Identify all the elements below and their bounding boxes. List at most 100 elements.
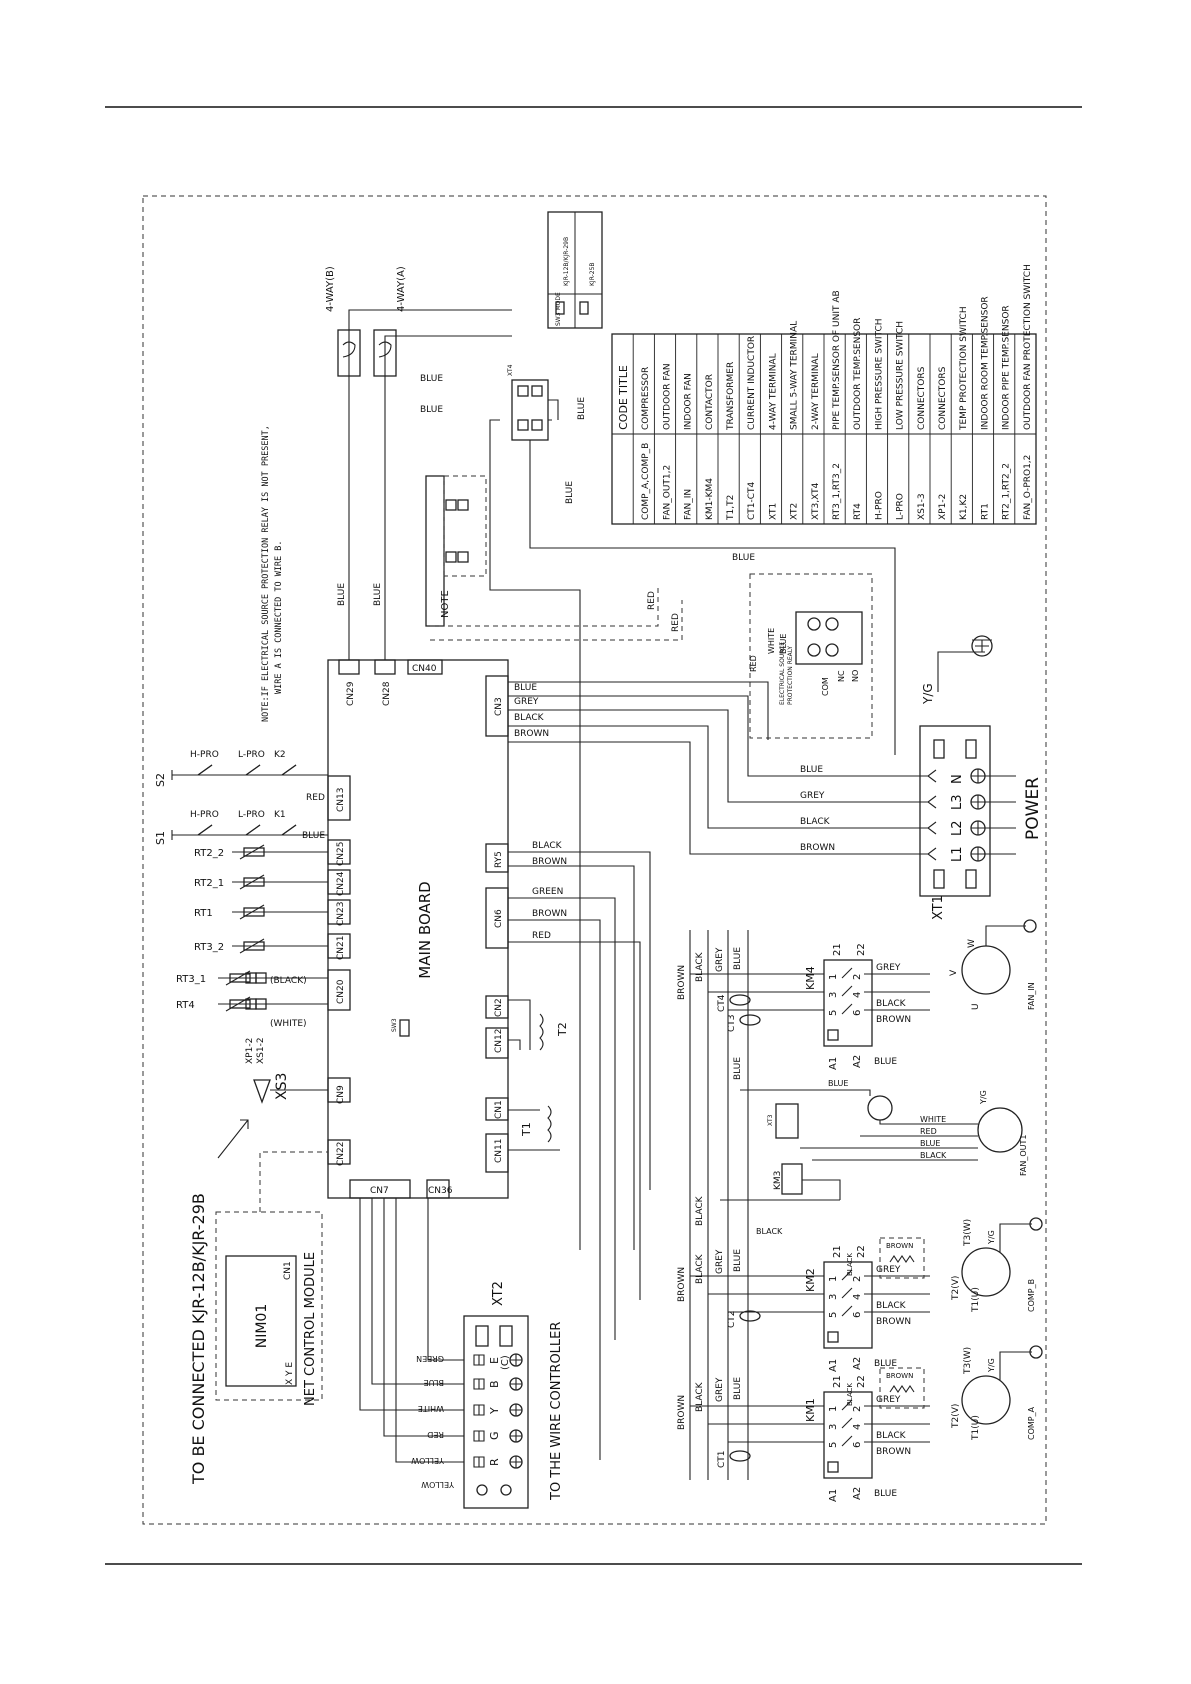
xt4-blue-1: BLUE <box>420 374 443 384</box>
xt1-end-cap <box>933 869 945 889</box>
screw-cross-icon <box>510 1456 522 1468</box>
note-pin-icon <box>457 499 469 511</box>
fan-out1-wires <box>720 1089 978 1201</box>
thermistor-icon <box>229 973 251 983</box>
connector-cn29 <box>338 659 360 675</box>
contactor-pin: 5 <box>828 1312 839 1318</box>
cn13-red-label: RED <box>306 793 325 803</box>
relay-title-2: PROTECTION REALY <box>787 646 794 705</box>
legend-title-17: INDOOR PIPE TEMP.SENSOR <box>1002 305 1012 430</box>
thermistor-icon <box>229 999 251 1009</box>
switch-label: K2 <box>274 750 286 760</box>
xt4-pin <box>531 385 543 397</box>
diagram-frame <box>142 195 1047 1525</box>
xt1-terminal-l1: L1 <box>950 846 965 862</box>
legend-code-7: XT2 <box>790 503 800 520</box>
power-wire-label: BROWN <box>800 843 835 853</box>
bundle-blue-label: BLUE <box>733 1249 743 1272</box>
xt3-box <box>775 1103 799 1139</box>
motor-pin: Y/G <box>987 1358 996 1373</box>
fan-out1-blue-2: BLUE <box>828 1079 848 1088</box>
legend-code-3: KM1-KM4 <box>705 478 715 520</box>
cn13-blue-label: BLUE <box>302 831 325 841</box>
legend-code-9: RT3_1,RT3_2 <box>832 463 842 520</box>
xt2-wire-label: BLUE <box>424 1378 444 1387</box>
sw3-switch-icon <box>399 1019 410 1037</box>
fan-out1-motor-icon <box>977 1107 1023 1153</box>
motor-ground-wire <box>985 925 1026 946</box>
contactor-label: KM4 <box>804 966 817 990</box>
xt2-terminal-g: G <box>488 1431 501 1440</box>
four-way-wires <box>348 309 512 660</box>
legend-title-6: 4-WAY TERMINAL <box>768 353 778 430</box>
connector-cn6 <box>485 887 509 949</box>
switch-blade-icon <box>281 824 297 836</box>
contactor-pin: 1 <box>828 1276 839 1282</box>
xs3-connector-icon <box>253 1079 271 1104</box>
relay-red-1: RED <box>647 591 657 610</box>
contactor-brown-label: BROWN <box>876 1015 911 1025</box>
contactor-pin: 22 <box>856 1245 867 1258</box>
terminal-tab-icon <box>927 821 937 835</box>
legend-title-3: CONTACTOR <box>705 374 715 430</box>
cn3-wires <box>508 695 928 855</box>
contactor-pin: 2 <box>852 1406 863 1412</box>
relay-com: COM <box>821 677 830 696</box>
note-frame <box>443 475 487 577</box>
bundle-blue-label: BLUE <box>733 1057 743 1080</box>
motor-label: COMP_B <box>1027 1279 1036 1312</box>
screw-cross-icon <box>971 769 985 783</box>
ct-ct1-icon <box>729 1450 751 1462</box>
terminal-tab-icon <box>927 795 937 809</box>
bundle-brown-label: BROWN <box>677 1395 687 1430</box>
xt2-wire-label: YELLOW <box>421 1480 455 1489</box>
thermistor-icon <box>243 941 265 951</box>
connector-cn1 <box>485 1097 509 1121</box>
legend-code-0: COMP_A,COMP_B <box>641 443 651 520</box>
contactor-pin: 3 <box>828 1294 839 1300</box>
net-module-label: NET CONTROL MODULE <box>303 1252 318 1406</box>
contactor-input-wires <box>690 1405 824 1443</box>
ground-icon-ring <box>971 635 993 657</box>
relay-title-1: ELECTRICAL SOURCE <box>779 642 786 705</box>
nim01-cn1: CN1 <box>283 1261 293 1280</box>
contactor-grey-label: GREY <box>876 1265 901 1275</box>
relay-red-2: RED <box>671 613 681 632</box>
switch-label: L-PRO <box>238 750 265 760</box>
legend-title-9: PIPE TEMP.SENSOR OF UNIT AB <box>832 290 842 430</box>
xs1-label: XS1-2 <box>256 1037 266 1064</box>
contactor-pin: 5 <box>828 1010 839 1016</box>
four-way-a-coil <box>373 329 397 377</box>
screw-cross-icon <box>510 1354 522 1366</box>
xp1-label: XP1-2 <box>245 1038 255 1064</box>
four-way-b-coil-icon <box>342 341 356 358</box>
sw3-table-header: SW3 MODE <box>555 292 562 326</box>
motor-pin: T2(V) <box>951 1404 961 1429</box>
t1-coil-icon <box>547 1105 552 1143</box>
note-line-1: NOTE:IF ELECTRICAL SOURCE PROTECTION REL… <box>261 425 271 722</box>
s1-label: S1 <box>154 831 167 845</box>
xt2-box <box>463 1315 529 1509</box>
contactor-coil-icon <box>827 1461 839 1473</box>
connector-label: RY5 <box>494 851 504 868</box>
thermistor-icon <box>243 877 265 887</box>
fan-out1-area: XT3 KM3 FAN_OUT1 Y/G WHITE RED BLUE BLAC… <box>720 1079 1028 1236</box>
contactor-km1 <box>823 1391 873 1479</box>
legend-title-16: INDOOR ROOM TEMP.SENSOR <box>980 296 990 430</box>
xt1-terminal-l2: L2 <box>950 820 965 836</box>
screw-cross-icon <box>971 795 985 809</box>
xt1-terminal-n: N <box>950 774 965 784</box>
sw3-table-row: KJR-12B/KJR-29B <box>563 237 570 286</box>
contactor-pin: A1 <box>828 1489 839 1502</box>
connector-cn11 <box>485 1133 509 1173</box>
switch-label: H-PRO <box>190 810 219 820</box>
connector-label: CN20 <box>336 979 346 1004</box>
contactor-black-label: BLACK <box>876 1301 907 1311</box>
motor-pin: Y/G <box>987 1230 996 1245</box>
